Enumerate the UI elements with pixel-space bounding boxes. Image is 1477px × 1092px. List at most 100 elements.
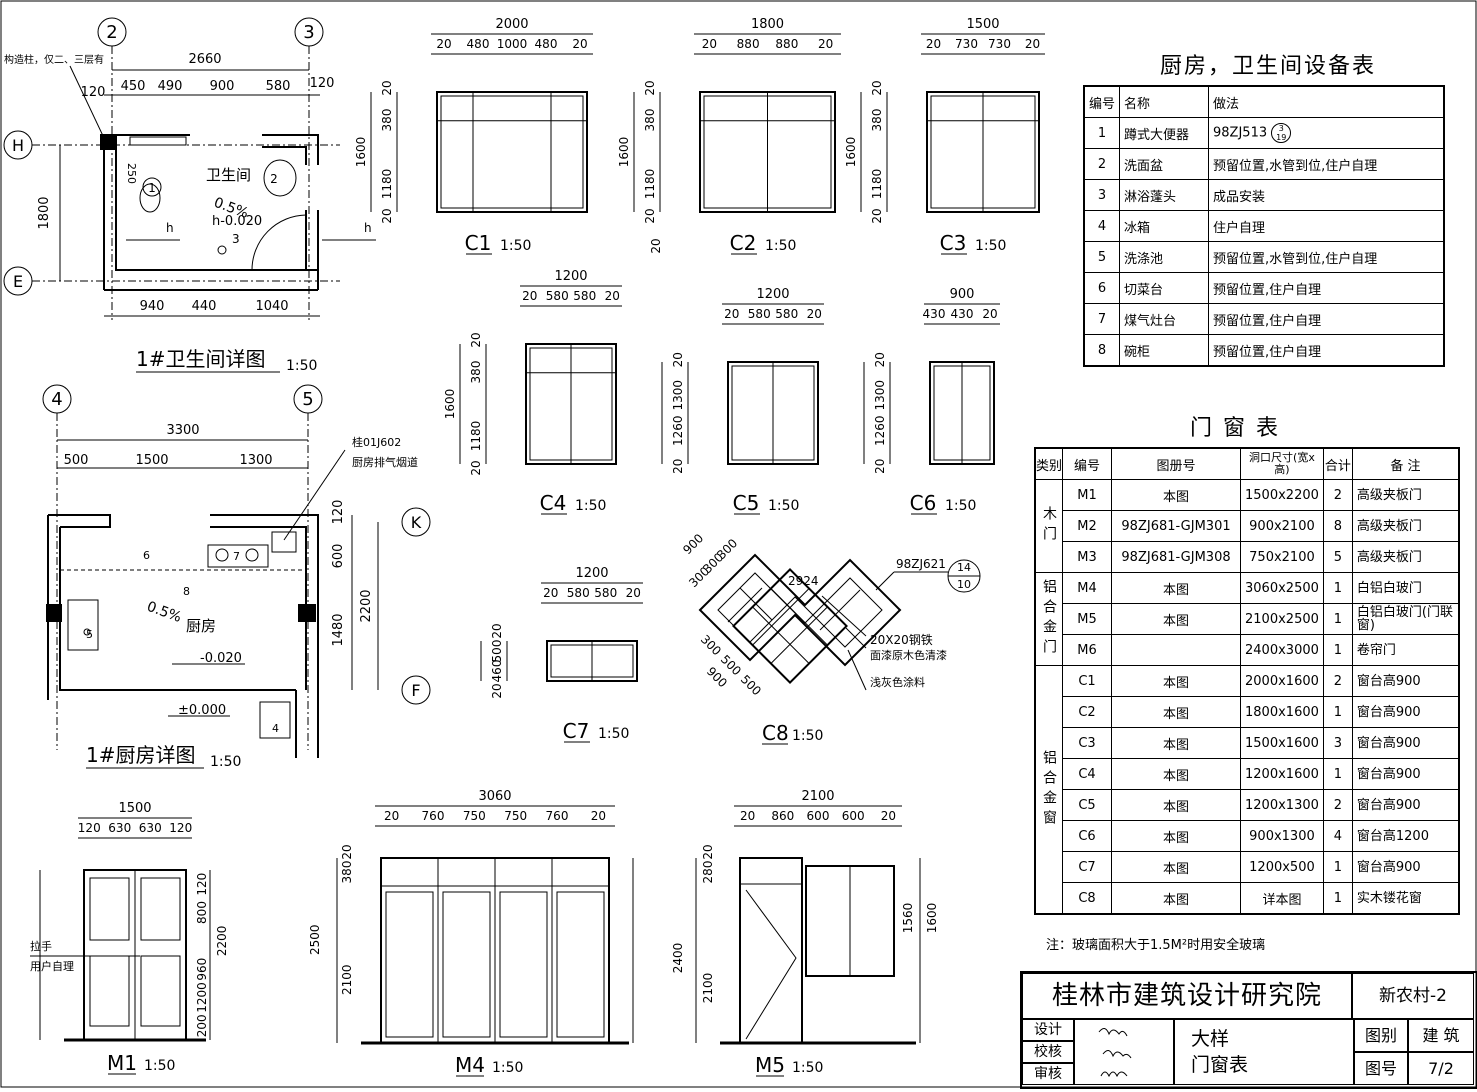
win-dim-part: 580 (573, 289, 596, 303)
win-dim-total: 1200 (756, 287, 789, 302)
win-dim-height: 20 (671, 459, 685, 474)
win-dim-part: 580 (567, 586, 590, 600)
c8-ref-num: 14 (957, 561, 971, 574)
win-dim-part: 20 (702, 37, 717, 51)
bath-room-label: 卫生间 (206, 166, 251, 184)
eq-cell: 5 (1083, 241, 1121, 273)
win-dim-part: 1000 (497, 37, 528, 51)
door-dim-height: 2100 (701, 973, 715, 1004)
dw-cell: 2 (1322, 479, 1353, 511)
dw-cell: 窗台高1200 (1351, 820, 1460, 852)
door-dim-total: 3060 (478, 789, 511, 804)
fixture-3: 3 (232, 232, 240, 246)
door-dim-part: 600 (807, 809, 830, 823)
kitchen-level1: -0.020 (200, 651, 242, 666)
eq-cell: 预留位置,住户自理 (1208, 303, 1445, 335)
win-dim-part: 730 (955, 37, 978, 51)
kdim-1500: 1500 (135, 453, 168, 468)
door-dim-height: 120 (195, 873, 209, 896)
fixture-8: 8 (183, 585, 190, 598)
dw-cell: C5 (1062, 789, 1113, 821)
label-type: 图别 (1354, 1019, 1408, 1052)
door-dim-part: 20 (591, 809, 606, 823)
dw-cell: C4 (1062, 758, 1113, 790)
project-name: 新农村-2 (1352, 973, 1474, 1019)
dw-cell: M5 (1062, 603, 1113, 635)
c8-note3: 浅灰色涂料 (870, 675, 925, 689)
win-dim-height: 460 (490, 660, 504, 683)
dw-cell: 本图 (1111, 479, 1242, 511)
eq-h-method: 做法 (1208, 85, 1445, 118)
dw-cell: 900x2100 (1240, 510, 1324, 542)
door-dim-height: 280 (701, 861, 715, 884)
dw-cell: C7 (1062, 851, 1113, 883)
door-scale: 1:50 (144, 1058, 175, 1074)
dw-cell: 本图 (1111, 572, 1242, 604)
eq-cell: 碗柜 (1119, 334, 1210, 367)
door-dim-part: 760 (546, 809, 569, 823)
kdim-2200: 2200 (359, 589, 374, 622)
kdim-1300: 1300 (239, 453, 272, 468)
dw-cell: 卷帘门 (1351, 634, 1460, 666)
dw-cell: C6 (1062, 820, 1113, 852)
eq-cell: 煤气灶台 (1119, 303, 1210, 335)
win-dim-part: 20 (926, 37, 941, 51)
dw-cell: 1200x1300 (1240, 789, 1324, 821)
eq-h-name: 名称 (1119, 85, 1210, 118)
flue-note: 桂01J602 (352, 435, 401, 449)
dim-120-l: 120 (81, 85, 106, 100)
flue-label: 厨房排气烟道 (352, 455, 418, 469)
door-scale: 1:50 (492, 1060, 523, 1076)
win-dim-height: 380 (380, 109, 394, 132)
dw-cell: 98ZJ681-GJM301 (1111, 510, 1242, 542)
win-dim-part: 430 (951, 307, 974, 321)
c8-dim-2924: 2924 (788, 574, 819, 588)
window-c8: 2924 900 300 300 300 300 500 500 900 98Z… (680, 531, 981, 745)
dw-cell: M4 (1062, 572, 1113, 604)
door-window-table-title: 门 窗 表 (1190, 416, 1280, 441)
win-dim-height: 1260 (873, 415, 887, 446)
kdim-500: 500 (64, 453, 89, 468)
win-dim-height: 1260 (671, 415, 685, 446)
door-dim-part: 750 (463, 809, 486, 823)
dw-cell: 2000x1600 (1240, 665, 1324, 697)
win-scale: 1:50 (598, 726, 629, 742)
eq-cell: 6 (1083, 272, 1121, 304)
eq-cell: 3 (1083, 179, 1121, 211)
c8-id: C8 (762, 721, 789, 745)
dw-category: 铝合金窗 (1034, 665, 1064, 915)
win-dim-height: 20 (490, 623, 504, 638)
dw-cell: 窗台高900 (1351, 665, 1460, 697)
win-dim-total: 1200 (554, 269, 587, 284)
drawing-name: 大样 门窗表 (1174, 1019, 1354, 1085)
door-dim-height: 1200 (195, 982, 209, 1013)
dw-h-ref: 图册号 (1111, 447, 1242, 480)
win-dim-height: 1600 (617, 137, 631, 168)
dw-cell: 白铝白玻门(门联窗) (1351, 603, 1460, 635)
eq-cell: 预留位置,住户自理 (1208, 334, 1445, 367)
door-id: M5 (755, 1053, 785, 1077)
dw-cell: 3060x2500 (1240, 572, 1324, 604)
dim-900: 900 (210, 79, 235, 94)
axis-4: 4 (51, 389, 62, 410)
win-dim-part: 20 (818, 37, 833, 51)
eq-cell: 成品安装 (1208, 179, 1445, 211)
dim-580: 580 (266, 79, 291, 94)
axis-k: K (411, 513, 422, 532)
win-scale: 1:50 (975, 238, 1006, 254)
dw-cell: 98ZJ681-GJM308 (1111, 541, 1242, 573)
eq-cell: 蹲式大便器 (1119, 117, 1210, 149)
dw-cell: 白铝白玻门 (1351, 572, 1460, 604)
bath-scale: 1:50 (286, 358, 317, 374)
dw-cell: 1 (1322, 603, 1353, 635)
win-dim-part: 880 (737, 37, 760, 51)
